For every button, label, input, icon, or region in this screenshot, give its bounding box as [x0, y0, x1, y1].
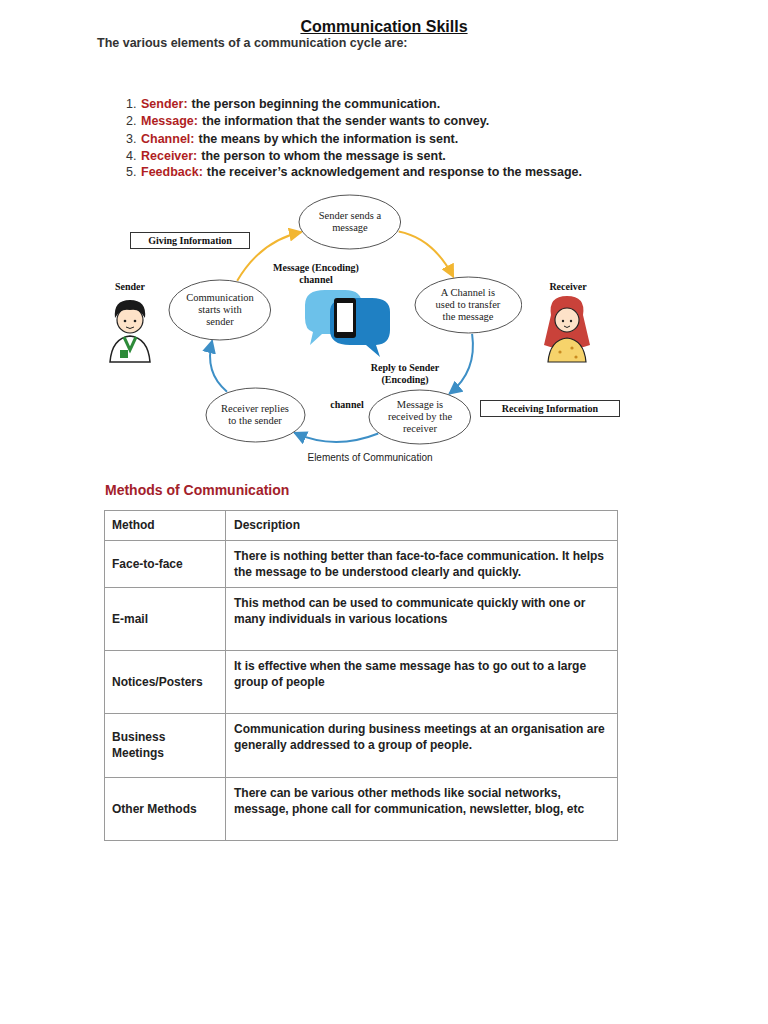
- table-header: Method: [112, 517, 217, 533]
- ellipse-shape: [206, 388, 305, 442]
- ellipse-shape: [369, 390, 471, 444]
- sender-mouth: [126, 327, 134, 329]
- cycle-arrow: [399, 232, 454, 278]
- node-text: Communication starts with sender: [184, 292, 256, 328]
- receiver-dress: [548, 338, 586, 362]
- receiver-figure: [544, 296, 590, 362]
- dress-dot: [570, 346, 573, 349]
- table-cell: It is effective when the same message ha…: [234, 658, 609, 690]
- table-cell: There is nothing better than face-to-fac…: [234, 548, 609, 580]
- figure-label: Sender: [110, 281, 150, 293]
- table-cell: There can be various other methods like …: [234, 785, 609, 817]
- intro-text: The various elements of a communication …: [97, 36, 408, 50]
- sender-eye: [124, 320, 127, 323]
- cycle-arrow: [449, 334, 473, 394]
- table-cell: Communication during business meetings a…: [234, 721, 609, 753]
- cycle-arrow: [210, 341, 227, 392]
- sender-eye: [134, 320, 137, 323]
- ellipse-shape: [169, 280, 271, 340]
- definition: the means by which the information is se…: [198, 132, 458, 146]
- cycle-arrow: [294, 433, 378, 442]
- table-rule: [104, 713, 618, 714]
- term: Sender:: [141, 97, 188, 111]
- dress-dot: [574, 355, 577, 358]
- cycle-step-ellipse: Message is received by the receiver: [368, 389, 472, 445]
- sender-collar: [124, 337, 136, 350]
- sender-hair: [115, 300, 145, 318]
- table-cell: Face-to-face: [112, 556, 217, 572]
- term: Receiver:: [141, 149, 197, 163]
- definition: the receiver’s acknowledgement and respo…: [207, 165, 582, 179]
- term: Channel:: [141, 132, 194, 146]
- channel-label: Message (Encoding) channel: [270, 262, 362, 286]
- receiver-eye: [570, 320, 572, 322]
- table-rule: [104, 587, 618, 588]
- table-cell: E-mail: [112, 611, 217, 627]
- list-number: 5.: [126, 165, 136, 179]
- list-number: 1.: [126, 97, 136, 111]
- node-text: Message is received by the receiver: [384, 399, 456, 435]
- chat-icon: [305, 290, 390, 357]
- figure-caption: Elements of Communication: [280, 452, 460, 463]
- ellipse-shape: [299, 195, 401, 249]
- definition: the person beginning the communication.: [192, 97, 441, 111]
- receiver-eye: [562, 320, 564, 322]
- table-cell: Other Methods: [112, 801, 217, 817]
- section-heading: Methods of Communication: [105, 482, 289, 498]
- phone-screen: [337, 303, 353, 332]
- phone-icon: [334, 298, 356, 338]
- definition: the person to whom the message is sent.: [201, 149, 446, 163]
- list-number: 4.: [126, 149, 136, 163]
- node-text: Giving Information: [148, 235, 232, 246]
- cycle-step-ellipse: A Channel is used to transfer the messag…: [414, 276, 523, 334]
- methods-table: [104, 510, 618, 841]
- page-title: Communication Skills: [0, 18, 768, 36]
- channel-label: Reply to Sender (Encoding): [360, 362, 450, 386]
- list-number: 2.: [126, 114, 136, 128]
- term: Message:: [141, 114, 198, 128]
- info-box: Receiving Information: [480, 400, 620, 417]
- table-rule: [104, 777, 618, 778]
- node-text: Receiving Information: [502, 403, 598, 414]
- definition: the information that the sender wants to…: [202, 114, 489, 128]
- node-text: A Channel is used to transfer the messag…: [430, 287, 506, 323]
- chat-bubble: [330, 298, 390, 357]
- dress-dot: [558, 350, 561, 353]
- table-cell: This method can be used to communicate q…: [234, 595, 609, 627]
- table-frame: [105, 511, 618, 841]
- sender-body: [110, 336, 150, 362]
- table-cell: Business Meetings: [112, 729, 217, 761]
- table-rule: [225, 510, 226, 841]
- channel-label: channel: [325, 399, 369, 411]
- list-number: 3.: [126, 132, 136, 146]
- cycle-step-ellipse: Sender sends a message: [298, 194, 402, 250]
- term: Feedback:: [141, 165, 203, 179]
- box-shape: [481, 400, 620, 416]
- receiver-mouth: [564, 326, 570, 328]
- node-text: Sender sends a message: [314, 210, 386, 234]
- node-text: Receiver replies to the sender: [220, 403, 290, 427]
- cycle-step-ellipse: Communication starts with sender: [168, 279, 272, 341]
- table-rule: [104, 650, 618, 651]
- cycle-step-ellipse: Receiver replies to the sender: [205, 387, 306, 443]
- receiver-head: [555, 308, 579, 332]
- info-box: Giving Information: [130, 232, 250, 249]
- table-cell: Notices/Posters: [112, 674, 217, 690]
- sender-figure: [110, 300, 150, 362]
- box-shape: [131, 232, 250, 248]
- table-header: Description: [234, 517, 609, 533]
- sender-pocket: [120, 350, 128, 358]
- table-rule: [104, 540, 618, 541]
- ellipse-shape: [415, 277, 522, 333]
- figure-label: Receiver: [543, 281, 593, 293]
